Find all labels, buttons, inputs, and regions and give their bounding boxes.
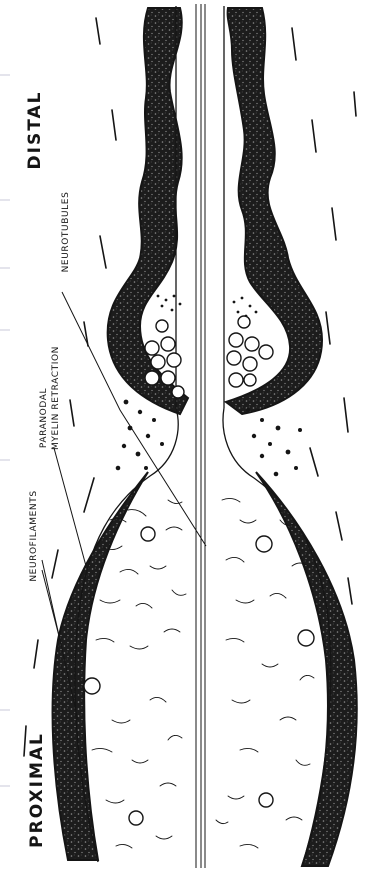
axon-core-lines	[196, 4, 205, 868]
axoplasm-organelles	[84, 527, 314, 825]
myelin-sheath-proximal-right	[256, 472, 357, 866]
label-proximal: PROXIMAL	[27, 732, 47, 848]
myelin-sheath-distal-right	[226, 8, 322, 414]
label-neurofilaments: NEUROFILAMENTS	[29, 490, 39, 581]
vesicle-dots	[157, 295, 258, 318]
organelle-cluster-right	[227, 316, 273, 387]
paranodal-dots	[116, 400, 302, 477]
myelin-sheath-proximal-left	[53, 472, 148, 860]
label-paranodal: PARANODAL	[39, 388, 49, 448]
axon-outline	[75, 6, 331, 866]
label-myelin-retraction: MYELIN RETRACTION	[51, 346, 61, 450]
label-neurotubules: NEUROTUBULES	[61, 192, 71, 273]
scan-edge-marks	[0, 75, 10, 786]
label-distal: DISTAL	[25, 91, 45, 170]
neurofilament-strokes	[92, 498, 314, 848]
